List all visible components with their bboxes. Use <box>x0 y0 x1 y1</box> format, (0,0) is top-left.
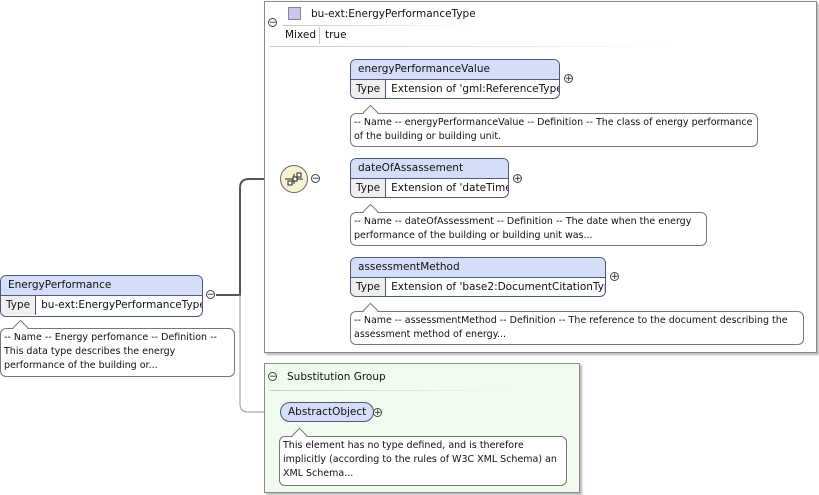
sequence-compositor-icon[interactable] <box>280 165 308 193</box>
element-documentation: -- Name -- energyPerformanceValue -- Def… <box>350 113 758 147</box>
substitution-documentation: This element has no type defined, and is… <box>279 436 567 486</box>
abstract-object-element[interactable]: AbstractObject <box>280 402 375 422</box>
sequence-compositor-glyph <box>285 172 303 186</box>
element-energy-performance-value[interactable]: energyPerformanceValue Type Extension of… <box>350 59 560 99</box>
mixed-rule <box>270 46 670 47</box>
plus-circle-icon[interactable]: + <box>373 408 382 418</box>
minus-circle-icon[interactable]: − <box>311 174 320 184</box>
element-assessment-method[interactable]: assessmentMethod Type Extension of 'base… <box>350 257 606 297</box>
mixed-label: Mixed <box>285 29 316 41</box>
plus-circle-icon[interactable]: + <box>564 74 573 84</box>
type-label: Type <box>351 80 387 98</box>
root-element-name: EnergyPerformance <box>1 276 202 296</box>
complex-type-icon <box>288 7 301 20</box>
minus-circle-icon[interactable]: − <box>268 372 277 382</box>
complex-type-container <box>264 1 817 353</box>
header-rule <box>282 25 472 26</box>
element-name: dateOfAssassement <box>351 159 508 179</box>
element-documentation: -- Name -- dateOfAssessment -- Definitio… <box>350 212 707 246</box>
plus-circle-icon[interactable]: + <box>513 174 522 184</box>
mixed-value: true <box>325 29 347 41</box>
element-documentation: -- Name -- assessmentMethod -- Definitio… <box>350 311 804 345</box>
substitution-group-title: Substitution Group <box>287 371 386 383</box>
substitution-rule <box>270 390 510 391</box>
type-label: Type <box>351 278 387 296</box>
minus-circle-icon[interactable]: − <box>206 290 215 300</box>
complex-type-name: bu-ext:EnergyPerformanceType <box>311 8 476 20</box>
type-label: Type <box>351 179 387 197</box>
root-documentation: -- Name -- Energy perfomance -- Definiti… <box>0 328 235 377</box>
element-date-of-assessment[interactable]: dateOfAssassement Type Extension of 'dat… <box>350 158 509 198</box>
root-type-value: bu-ext:EnergyPerformanceType <box>41 299 203 311</box>
element-name: energyPerformanceValue <box>351 60 559 80</box>
minus-circle-icon[interactable]: − <box>268 18 277 28</box>
root-type-label: Type <box>1 296 37 315</box>
type-value: Extension of 'base2:DocumentCitationType… <box>391 281 606 293</box>
plus-circle-icon[interactable]: + <box>610 272 619 282</box>
element-name: assessmentMethod <box>351 258 605 278</box>
type-value: Extension of 'gml:ReferenceType' <box>391 83 560 95</box>
root-element-box[interactable]: EnergyPerformance Type bu-ext:EnergyPerf… <box>0 275 203 317</box>
mixed-divider <box>319 27 320 44</box>
type-value: Extension of 'dateTime' <box>391 182 509 194</box>
